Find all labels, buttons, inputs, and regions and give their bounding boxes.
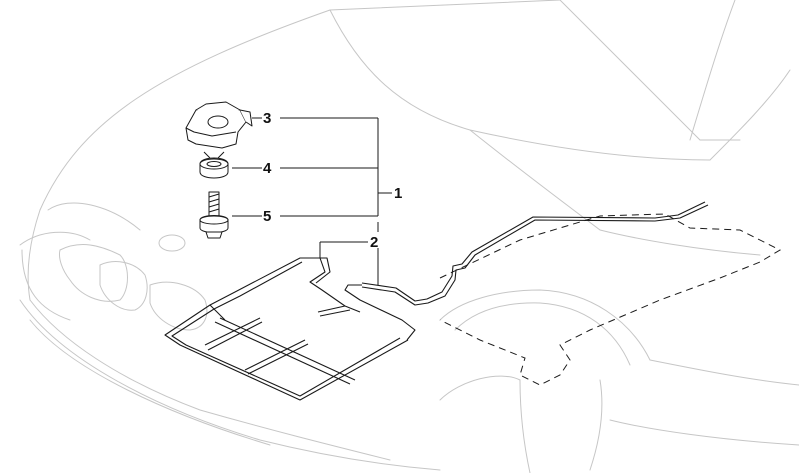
leader-lines xyxy=(232,117,392,285)
fender-phantom-outline xyxy=(439,213,782,386)
callout-5: 5 xyxy=(263,208,271,225)
tube-frame xyxy=(164,201,709,401)
clip-holder-part xyxy=(185,101,253,149)
car-outline xyxy=(19,0,799,473)
callout-1: 1 xyxy=(394,185,402,202)
callout-2: 2 xyxy=(370,234,378,251)
callout-4: 4 xyxy=(263,160,272,177)
grommet-part xyxy=(199,151,229,179)
screw-part xyxy=(199,191,229,239)
callout-3: 3 xyxy=(263,110,271,127)
